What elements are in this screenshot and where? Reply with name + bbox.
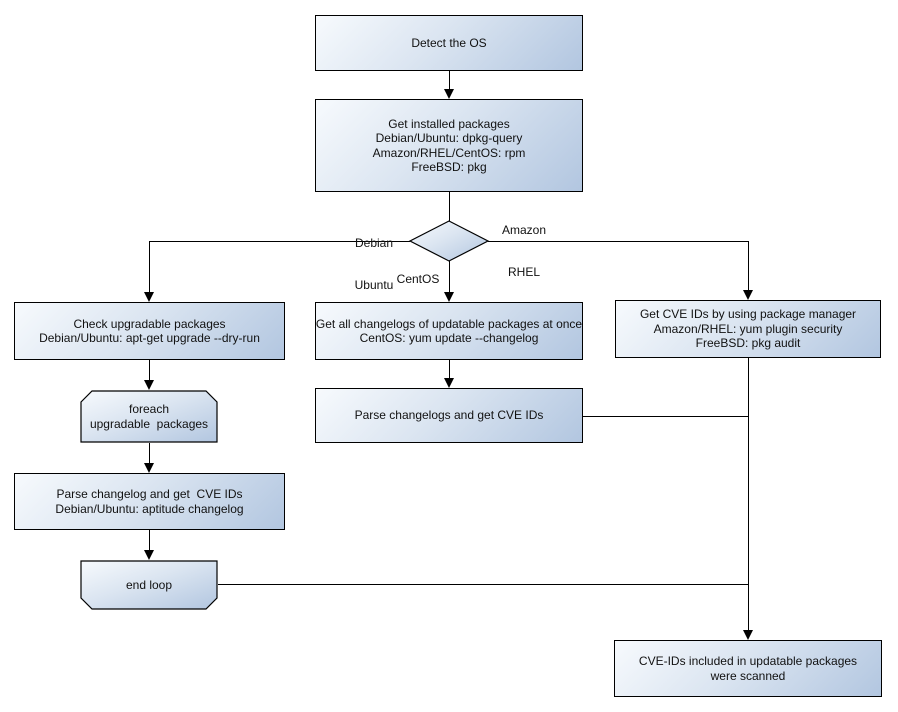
node-line: Parse changelog and get CVE IDs [56, 487, 243, 501]
node-line: CVE-IDs included in updatable packages [638, 654, 858, 668]
node-line: Get all changelogs of updatable packages… [315, 316, 583, 331]
connector-parse-to-endloop [149, 530, 150, 553]
node-get-installed-packages: Get installed packages Debian/Ubuntu: dp… [315, 99, 583, 192]
connector-decision-right-h [488, 241, 748, 242]
loop-start-shape [80, 390, 218, 443]
edge-label-line: RHEL [507, 265, 540, 279]
decision-diamond [408, 220, 490, 262]
connector-trunk-to-result [748, 358, 749, 630]
node-check-upgradable-packages: Check upgradable packages Debian/Ubuntu:… [14, 302, 285, 360]
connector-parsemid-to-trunk [583, 416, 748, 417]
edge-label-debian-ubuntu: Debian Ubuntu [330, 208, 418, 320]
connector-decision-right-v [748, 241, 749, 293]
node-line: Amazon/RHEL/CentOS: rpm [372, 145, 526, 160]
node-line: Debian/Ubuntu: aptitude changelog [55, 501, 244, 516]
arrowhead [144, 380, 154, 390]
node-detect-os: Detect the OS [315, 15, 583, 71]
edge-label-centos: CentOS [396, 272, 440, 286]
arrowhead [444, 292, 454, 302]
connector-installed-to-decision [449, 192, 450, 222]
arrowhead [743, 630, 753, 640]
node-line: Debian/Ubuntu: dpkg-query [375, 131, 523, 145]
node-result-scanned: CVE-IDs included in updatable packages w… [614, 640, 882, 697]
arrowhead [144, 550, 154, 560]
connector-getall-to-parsemid [449, 360, 450, 382]
node-line: Get installed packages [388, 116, 510, 131]
node-line: Get CVE IDs by using package manager [639, 307, 857, 322]
node-end-loop: end loop [80, 560, 218, 610]
node-line: end loop [125, 577, 173, 592]
node-get-all-changelogs: Get all changelogs of updatable packages… [315, 302, 583, 360]
arrowhead [444, 89, 454, 99]
connector-foreach-to-parse [149, 443, 150, 466]
arrowhead [743, 290, 753, 300]
connector-decision-left-h [149, 241, 410, 242]
arrowhead [444, 378, 454, 388]
node-line: Check upgradable packages [73, 316, 226, 331]
node-line: CentOS: yum update --changelog [359, 331, 539, 345]
node-line: FreeBSD: pkg audit [695, 336, 801, 351]
edge-label-line: Debian [354, 236, 394, 250]
node-line: Detect the OS [411, 35, 487, 50]
connector-endloop-to-trunk [218, 584, 748, 585]
node-line: Amazon/RHEL: yum plugin security [653, 321, 843, 336]
node-line: Parse changelogs and get CVE IDs [354, 408, 544, 423]
connector-detect-to-installed [449, 71, 450, 93]
node-line: Debian/Ubuntu: apt-get upgrade --dry-run [39, 331, 260, 345]
arrowhead [144, 292, 154, 302]
node-line: FreeBSD: pkg [411, 160, 487, 174]
arrowhead [144, 463, 154, 473]
node-line: upgradable packages [89, 416, 209, 431]
edge-label-line: Amazon [501, 223, 547, 237]
connector-decision-middle [449, 260, 450, 295]
connector-check-to-foreach [149, 360, 150, 383]
node-parse-changelogs-middle: Parse changelogs and get CVE IDs [315, 388, 583, 443]
node-parse-changelog-left: Parse changelog and get CVE IDs Debian/U… [14, 473, 285, 530]
node-get-cve-by-package-manager: Get CVE IDs by using package manager Ama… [615, 300, 881, 358]
node-line: foreach [128, 402, 170, 416]
loop-end-shape [80, 560, 218, 610]
edge-label-line: Ubuntu [354, 278, 394, 292]
node-foreach-upgradable-packages: foreach upgradable packages [80, 390, 218, 443]
connector-decision-left-v [149, 241, 150, 295]
node-line: were scanned [710, 668, 786, 683]
